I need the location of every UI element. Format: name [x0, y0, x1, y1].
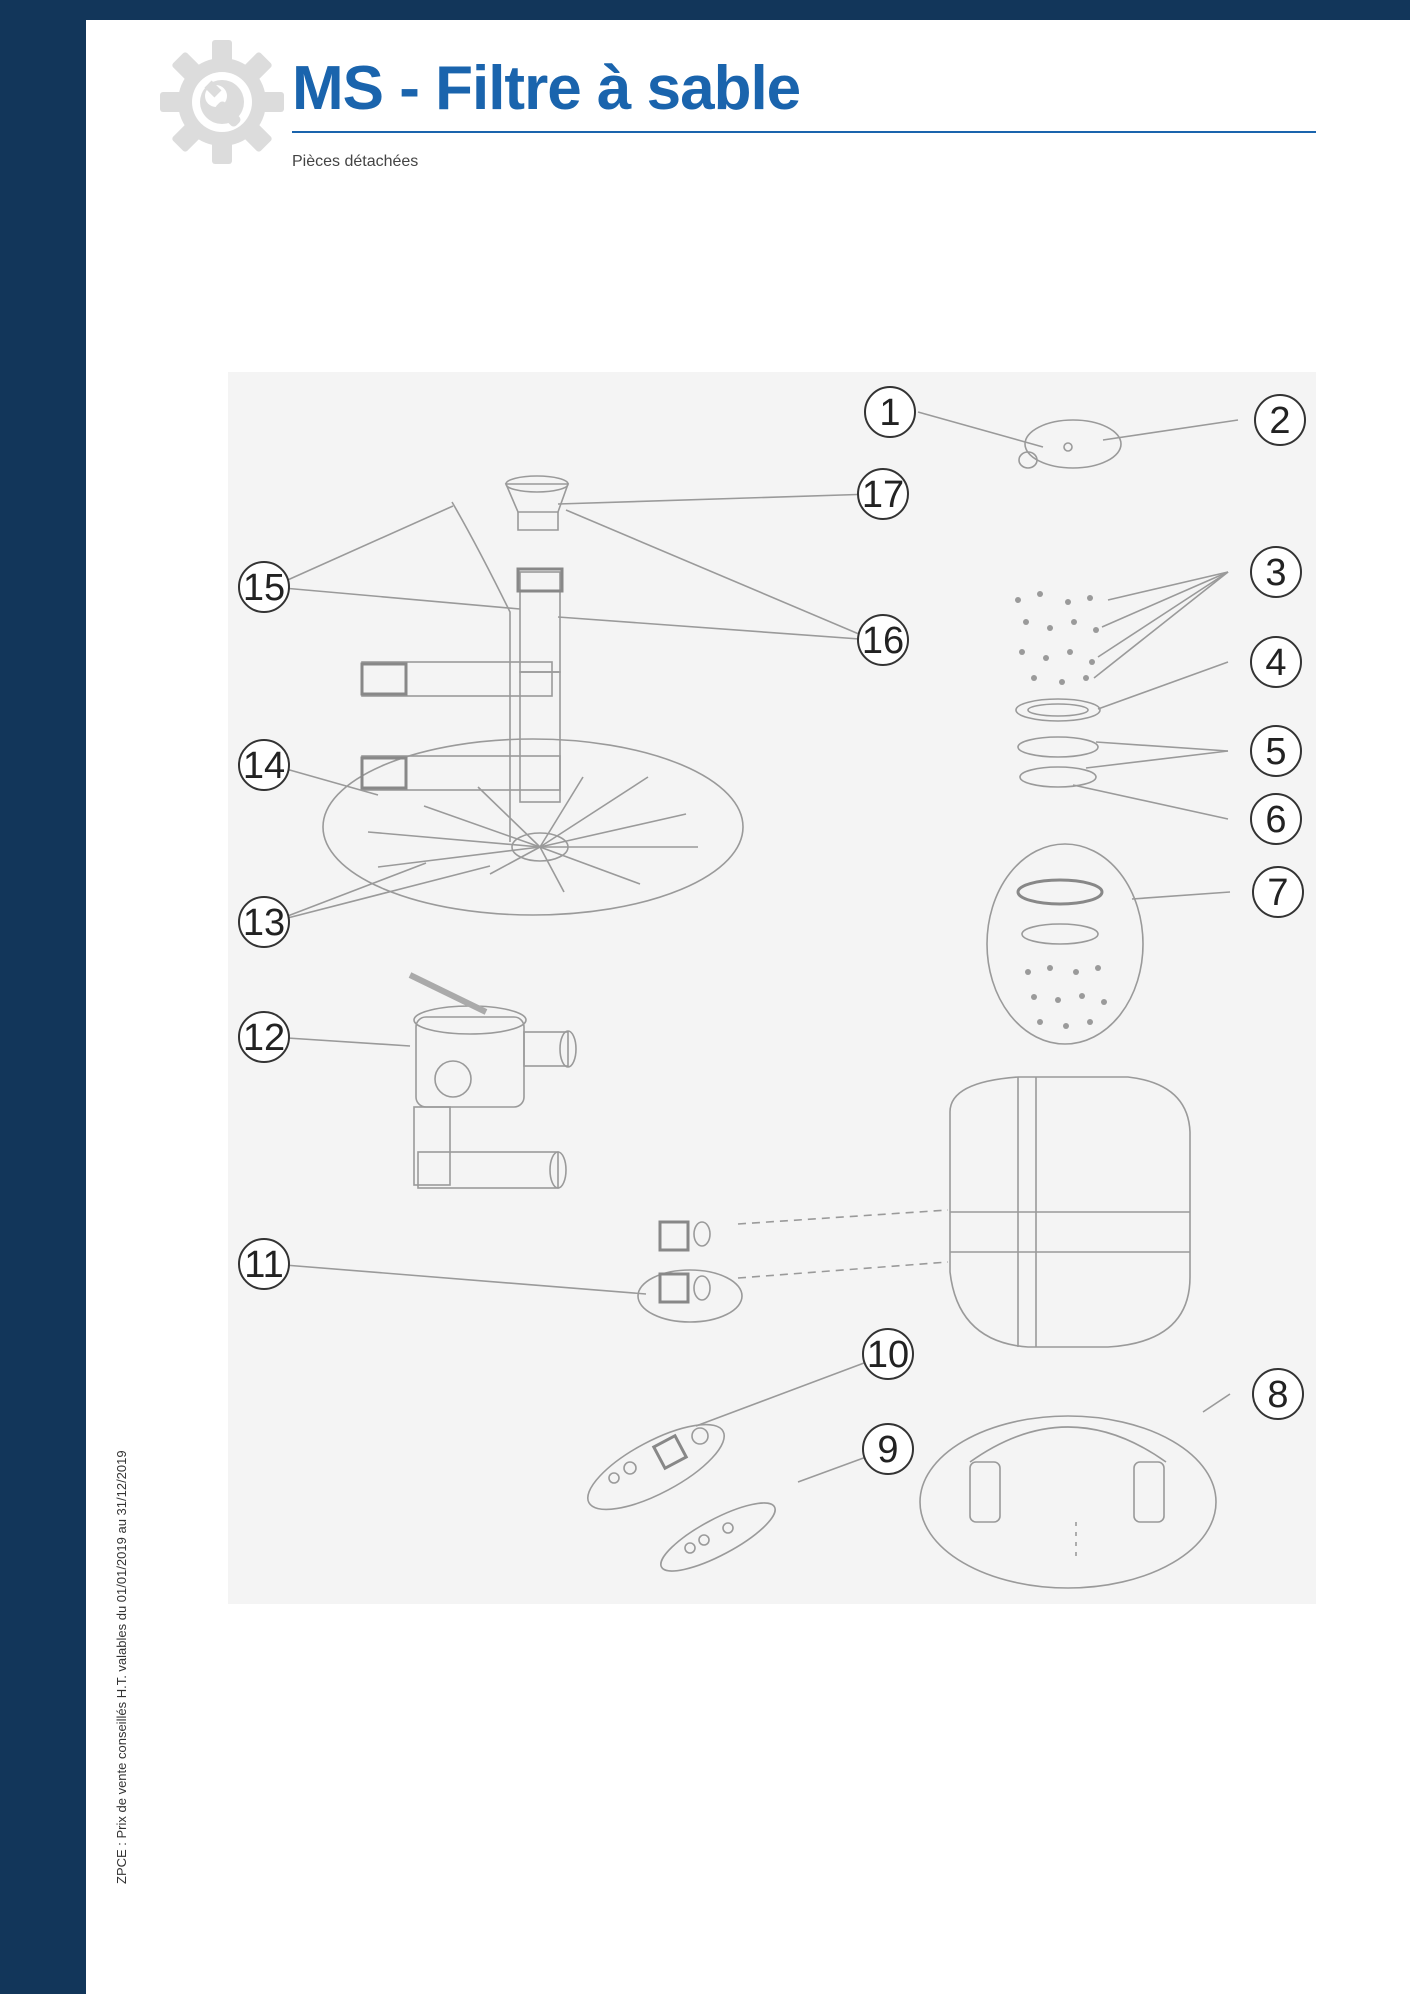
callout-12: 12 [238, 1011, 290, 1063]
svg-text:1: 1 [879, 392, 900, 434]
callout-15: 15 [238, 561, 290, 613]
callout-3: 3 [1250, 546, 1302, 598]
exploded-parts-diagram: 1 2 3 4 5 6 7 8 9 10 11 12 13 14 15 16 1… [228, 372, 1316, 1604]
svg-text:2: 2 [1269, 400, 1290, 442]
callout-2: 2 [1254, 394, 1306, 446]
callout-7: 7 [1252, 866, 1304, 918]
svg-text:13: 13 [243, 902, 285, 944]
svg-text:17: 17 [862, 474, 904, 516]
left-band [0, 0, 86, 1994]
callout-14: 14 [238, 739, 290, 791]
svg-text:14: 14 [243, 745, 285, 787]
price-validity-note: ZPCE : Prix de vente conseillés H.T. val… [114, 1450, 129, 1884]
svg-text:5: 5 [1265, 731, 1286, 773]
callout-4: 4 [1250, 636, 1302, 688]
callout-5: 5 [1250, 725, 1302, 777]
svg-text:15: 15 [243, 567, 285, 609]
callout-13: 13 [238, 896, 290, 948]
callout-10: 10 [862, 1328, 914, 1380]
svg-text:4: 4 [1265, 642, 1286, 684]
svg-text:11: 11 [244, 1244, 283, 1286]
svg-text:12: 12 [243, 1017, 285, 1059]
svg-text:3: 3 [1265, 552, 1286, 594]
svg-text:10: 10 [867, 1334, 909, 1376]
title-underline [292, 131, 1316, 133]
callout-9: 9 [862, 1423, 914, 1475]
gear-wrench-icon [160, 40, 284, 164]
callout-17: 17 [857, 468, 909, 520]
page-title: MS - Filtre à sable [292, 54, 801, 123]
svg-text:8: 8 [1267, 1374, 1288, 1416]
page-subtitle: Pièces détachées [292, 153, 419, 170]
callout-8: 8 [1252, 1368, 1304, 1420]
svg-text:9: 9 [877, 1429, 898, 1471]
top-band [0, 0, 1410, 20]
callout-1: 1 [864, 386, 916, 438]
svg-text:7: 7 [1267, 872, 1288, 914]
svg-text:6: 6 [1265, 799, 1286, 841]
callout-16: 16 [857, 614, 909, 666]
callout-6: 6 [1250, 793, 1302, 845]
callout-11: 11 [238, 1238, 290, 1290]
svg-text:16: 16 [862, 620, 904, 662]
